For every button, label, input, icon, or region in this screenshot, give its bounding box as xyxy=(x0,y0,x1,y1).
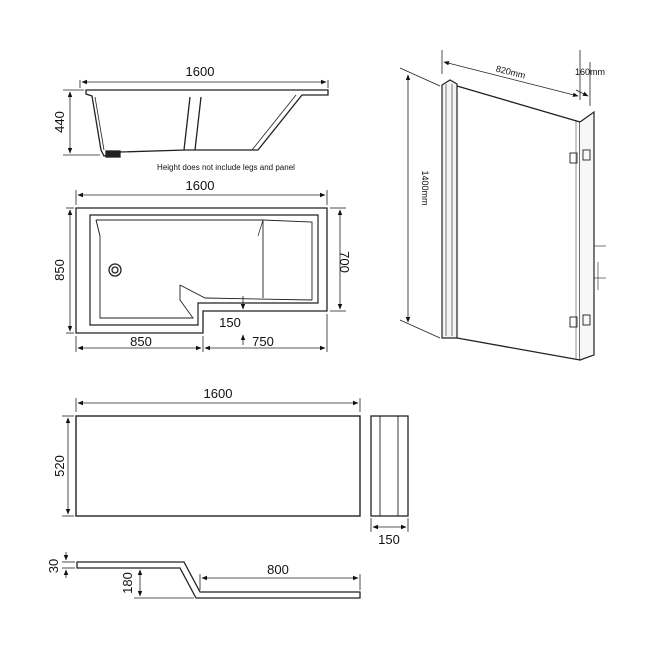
plan-step-label: 150 xyxy=(219,315,241,330)
bath-side-outline xyxy=(85,89,329,157)
screen-return-label: 160mm xyxy=(575,67,605,77)
height-note: Height does not include legs and panel xyxy=(157,163,295,172)
shower-screen xyxy=(441,79,606,361)
front-panel-height-label: 520 xyxy=(52,455,67,477)
screen-hinge-profile xyxy=(441,79,458,339)
bath-plan-outline xyxy=(75,207,328,334)
panel-profile xyxy=(76,561,361,599)
screen-width-dimension xyxy=(441,50,591,106)
end-panel xyxy=(370,415,409,517)
top-hinge xyxy=(569,152,578,164)
profile-thickness-dimension xyxy=(62,552,75,578)
plan-depth-dimension xyxy=(66,207,74,334)
screen-glass-panel xyxy=(456,85,581,361)
end-panel-width-label: 150 xyxy=(378,532,400,547)
profile-drop-dimension xyxy=(134,569,194,599)
plan-waste-outlet xyxy=(108,263,122,277)
plan-width-dimension xyxy=(75,190,328,205)
plan-right-depth-dimension xyxy=(330,207,346,312)
front-panel-width-dimension xyxy=(75,398,361,412)
bath-side-divider xyxy=(183,96,191,151)
plan-right-width-label: 750 xyxy=(252,334,274,349)
plan-right-depth-label: 700 xyxy=(337,251,352,273)
profile-length-label: 800 xyxy=(267,562,289,577)
side-height-label: 440 xyxy=(52,111,67,133)
plan-left-width-label: 850 xyxy=(130,334,152,349)
profile-drop-label: 180 xyxy=(120,572,135,594)
front-panel xyxy=(75,415,361,517)
screen-height-dimension xyxy=(399,67,441,339)
end-panel-width-dimension xyxy=(370,518,409,532)
bath-plan-view xyxy=(75,207,328,334)
front-panel-width-label: 1600 xyxy=(204,386,233,401)
profile-thickness-label: 30 xyxy=(46,559,61,573)
side-height-dimension xyxy=(63,89,100,156)
front-panel-height-dimension xyxy=(62,415,74,517)
bottom-hinge xyxy=(569,316,578,328)
plan-depth-label: 850 xyxy=(52,259,67,281)
side-width-dimension xyxy=(79,79,329,88)
screen-return-panel xyxy=(579,110,595,361)
side-width-label: 1600 xyxy=(186,64,215,79)
plan-split-dimension xyxy=(75,314,328,352)
profile-length-dimension xyxy=(199,574,361,590)
plan-width-label: 1600 xyxy=(186,178,215,193)
bath-side-elevation xyxy=(85,89,329,158)
screen-width-label: 820mm xyxy=(495,64,527,81)
screen-height-label: 1400mm xyxy=(420,170,430,205)
waste-outlet xyxy=(105,150,121,158)
